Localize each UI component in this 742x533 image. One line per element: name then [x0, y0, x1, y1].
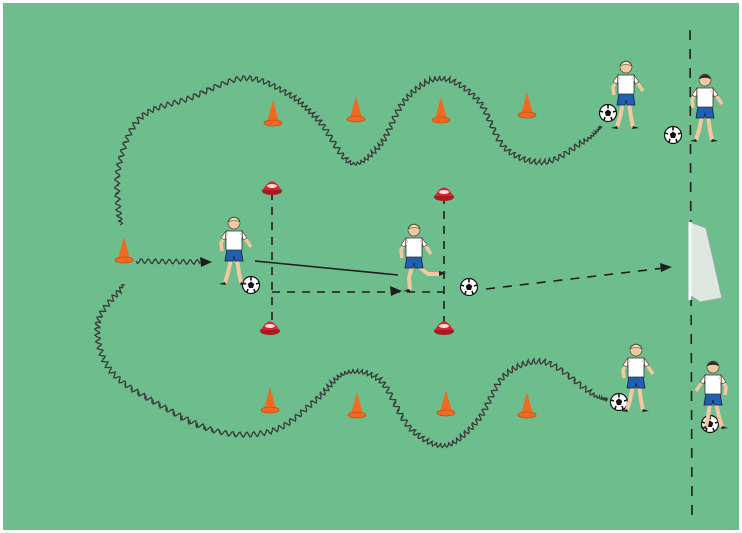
ball-icon [461, 279, 478, 296]
ball-icon [611, 394, 628, 411]
ball-icon [600, 105, 617, 122]
ball-icon [665, 127, 682, 144]
ball-icon [702, 416, 719, 433]
ball-icon [243, 277, 260, 294]
